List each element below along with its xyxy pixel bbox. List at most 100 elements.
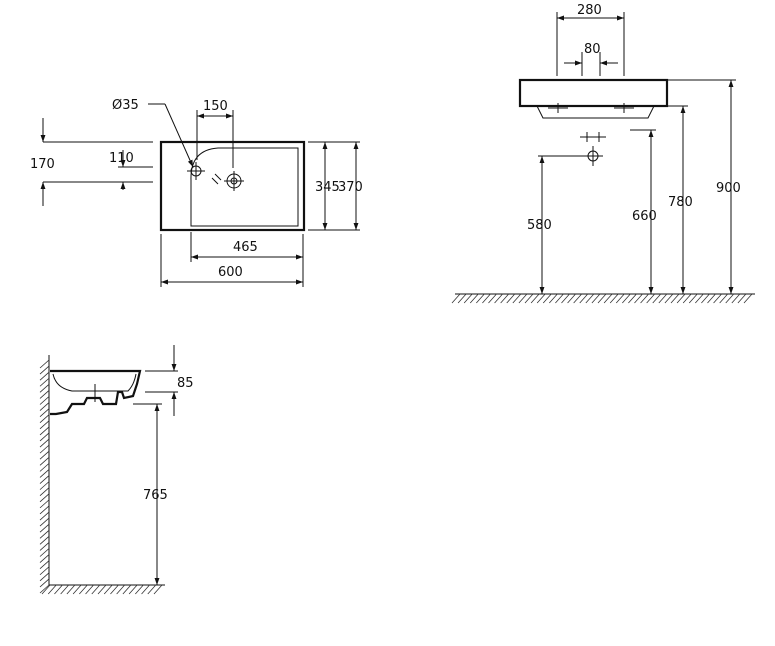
hatch-stroke	[39, 384, 50, 393]
hatch-stroke	[39, 548, 50, 557]
hatch-stroke	[676, 293, 686, 304]
hatch-stroke	[39, 578, 50, 588]
hatch-stroke	[579, 293, 589, 304]
hatch-stroke	[494, 293, 503, 304]
hatch-stroke	[573, 293, 582, 304]
drain-symbol	[583, 146, 603, 166]
hatch-stroke	[719, 293, 728, 304]
hatch-stroke	[640, 293, 649, 304]
hatch-stroke	[39, 523, 50, 533]
dim-outer-spacing: 280	[577, 3, 602, 18]
hatch-stroke	[39, 542, 50, 551]
dim-outer-offset: 170	[30, 157, 55, 172]
hatch-stroke	[622, 293, 631, 304]
hatch-stroke	[39, 432, 50, 442]
dim-bottom-height: 780	[668, 195, 693, 210]
dim-inner-spacing: 80	[584, 42, 601, 57]
hatch-stroke	[536, 293, 546, 304]
hatch-stroke	[39, 487, 50, 497]
hatch-stroke	[39, 536, 50, 545]
hatch-stroke	[103, 584, 113, 595]
hatch-stroke	[476, 293, 485, 304]
hatch-stroke	[66, 584, 76, 595]
hatch-stroke	[135, 584, 144, 595]
hatch-stroke	[670, 293, 680, 304]
hatch-stroke	[54, 584, 63, 595]
hatch-stroke	[72, 584, 82, 595]
dim-mount-height: 765	[143, 488, 168, 503]
top-view: Ø35 150 170 110 345 370 465 600	[30, 98, 363, 287]
hatch-stroke	[39, 529, 50, 539]
hatch-stroke	[39, 499, 50, 509]
hatch-stroke	[707, 293, 716, 304]
hatch-stroke	[585, 293, 595, 304]
basin-bowl-outline	[190, 147, 299, 227]
hatch-stroke	[39, 365, 50, 375]
hatch-stroke	[39, 444, 50, 454]
side-floor-hatch	[41, 584, 163, 595]
hatch-stroke	[39, 414, 50, 424]
hatch-stroke	[39, 584, 50, 594]
hatch-stroke	[39, 426, 50, 436]
wall-hatch	[39, 359, 50, 594]
hatch-stroke	[91, 584, 101, 595]
dim-outer-depth: 370	[338, 180, 363, 195]
hatch-stroke	[39, 371, 50, 381]
basin-front-outline	[518, 78, 669, 108]
hatch-stroke	[463, 293, 473, 304]
hatch-stroke	[39, 450, 50, 460]
hatch-stroke	[39, 396, 50, 405]
hatch-stroke	[39, 359, 50, 369]
hatch-stroke	[39, 438, 50, 448]
hatch-stroke	[39, 560, 50, 569]
hatch-stroke	[488, 293, 497, 304]
hatch-stroke	[725, 293, 735, 304]
hatch-stroke	[39, 402, 50, 411]
hatch-stroke	[39, 390, 50, 399]
hatch-stroke	[39, 377, 50, 387]
hatch-stroke	[39, 511, 50, 521]
front-view: 280 80 580 660 780 900	[451, 3, 755, 304]
hatch-stroke	[743, 293, 753, 304]
drain-hole	[224, 171, 244, 191]
dim-top-height: 900	[716, 181, 741, 196]
hatch-stroke	[457, 293, 467, 304]
hatch-stroke	[506, 293, 516, 304]
hatch-stroke	[561, 293, 570, 304]
hatch-stroke	[39, 566, 50, 576]
hatch-stroke	[542, 293, 552, 304]
hatch-stroke	[597, 293, 607, 304]
dim-inner-depth: 345	[315, 180, 340, 195]
hatch-stroke	[646, 293, 655, 304]
hatch-stroke	[701, 293, 710, 304]
basin-front-underside	[536, 105, 655, 119]
hatch-stroke	[615, 293, 625, 304]
hatch-stroke	[555, 293, 564, 304]
dim-inner-width: 465	[233, 240, 258, 255]
hatch-stroke	[652, 293, 662, 304]
hatch-stroke	[682, 293, 692, 304]
hatch-stroke	[628, 293, 637, 304]
dim-inner-offset: 110	[109, 151, 134, 166]
hatch-stroke	[39, 481, 50, 490]
hatch-stroke	[634, 293, 643, 304]
hatch-stroke	[153, 584, 163, 595]
hatch-stroke	[512, 293, 522, 304]
hatch-stroke	[591, 293, 601, 304]
hatch-stroke	[731, 293, 741, 304]
side-view: 85 765	[39, 345, 194, 595]
dim-drain-height: 580	[527, 218, 552, 233]
hatch-stroke	[688, 293, 698, 304]
hatch-stroke	[39, 463, 50, 472]
dim-outer-width: 600	[218, 265, 243, 280]
hatch-stroke	[79, 584, 88, 595]
basin-side-profile	[50, 369, 142, 416]
hatch-stroke	[500, 293, 509, 304]
hatch-stroke	[147, 584, 157, 595]
hatch-stroke	[530, 293, 540, 304]
hatch-stroke	[122, 584, 132, 595]
hatch-stroke	[39, 456, 50, 466]
dim-tap-offset: 150	[203, 99, 228, 114]
hatch-stroke	[524, 293, 534, 304]
